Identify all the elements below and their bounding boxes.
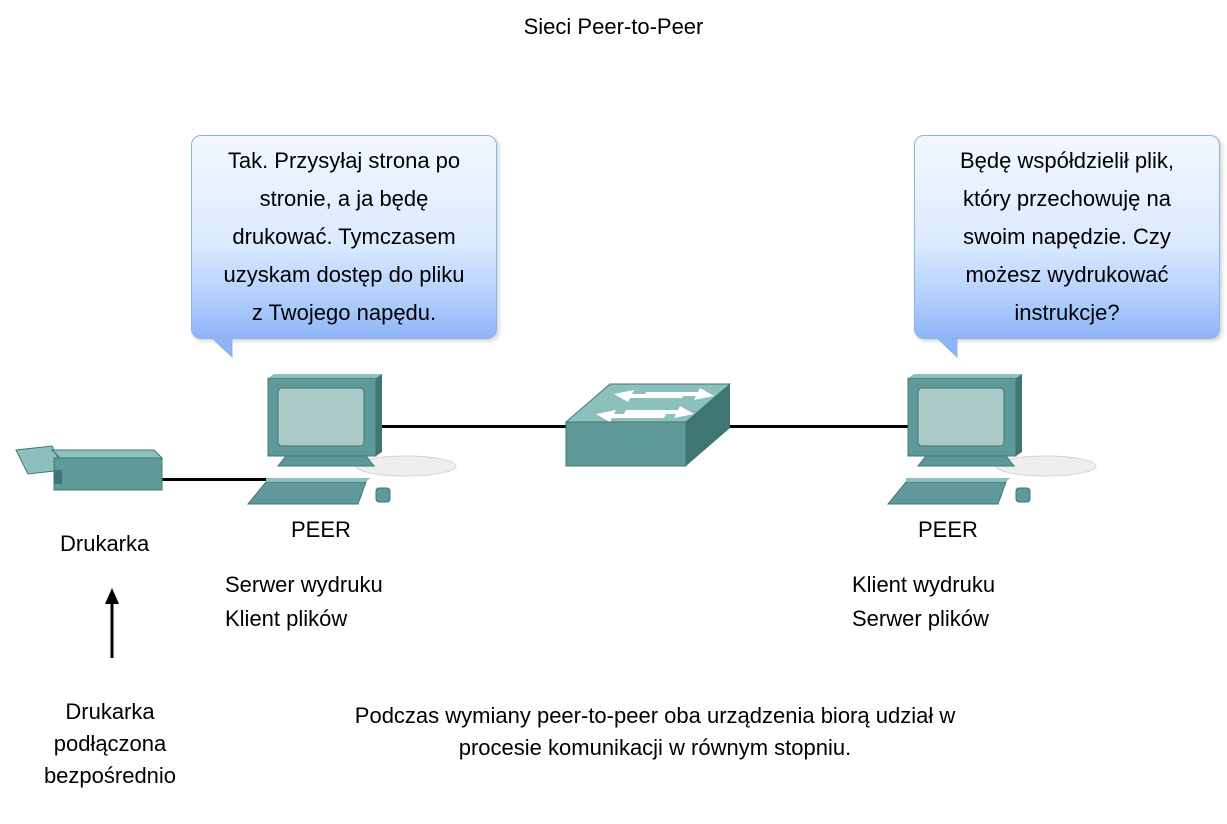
printer-label: Drukarka bbox=[60, 531, 150, 556]
printer-icon bbox=[15, 445, 164, 491]
diagram-caption: Podczas wymiany peer-to-peer oba urządze… bbox=[354, 703, 956, 760]
peer-left-roles: Serwer wydruku Klient plików bbox=[225, 572, 383, 631]
link-switch-peer-right bbox=[728, 425, 908, 428]
speech-bubble-right-text: Będę współdzielił plik, który przechowuj… bbox=[960, 148, 1174, 325]
speech-bubble-left-text: Tak. Przysyłaj strona po stronie, a ja b… bbox=[223, 148, 465, 325]
link-peer-left-switch bbox=[378, 425, 570, 428]
computer-icon bbox=[246, 374, 457, 505]
arrow-up-icon bbox=[105, 588, 119, 658]
peer-left-label: PEER bbox=[291, 517, 351, 542]
diagram-title: Sieci Peer-to-Peer bbox=[523, 14, 704, 39]
peer-right-roles: Klient wydruku Serwer plików bbox=[852, 572, 996, 631]
speech-bubble-left: Tak. Przysyłaj strona po stronie, a ja b… bbox=[191, 135, 497, 339]
speech-bubble-left-tail bbox=[210, 337, 233, 359]
link-printer-peer-left bbox=[160, 478, 280, 481]
speech-bubble-right-tail bbox=[935, 337, 958, 359]
printer-note: Drukarka podłączona bezpośrednio bbox=[43, 699, 177, 788]
switch-icon bbox=[564, 383, 732, 467]
peer-right-label: PEER bbox=[918, 517, 978, 542]
computer-icon bbox=[886, 374, 1097, 505]
speech-bubble-right: Będę współdzielił plik, który przechowuj… bbox=[914, 135, 1220, 339]
